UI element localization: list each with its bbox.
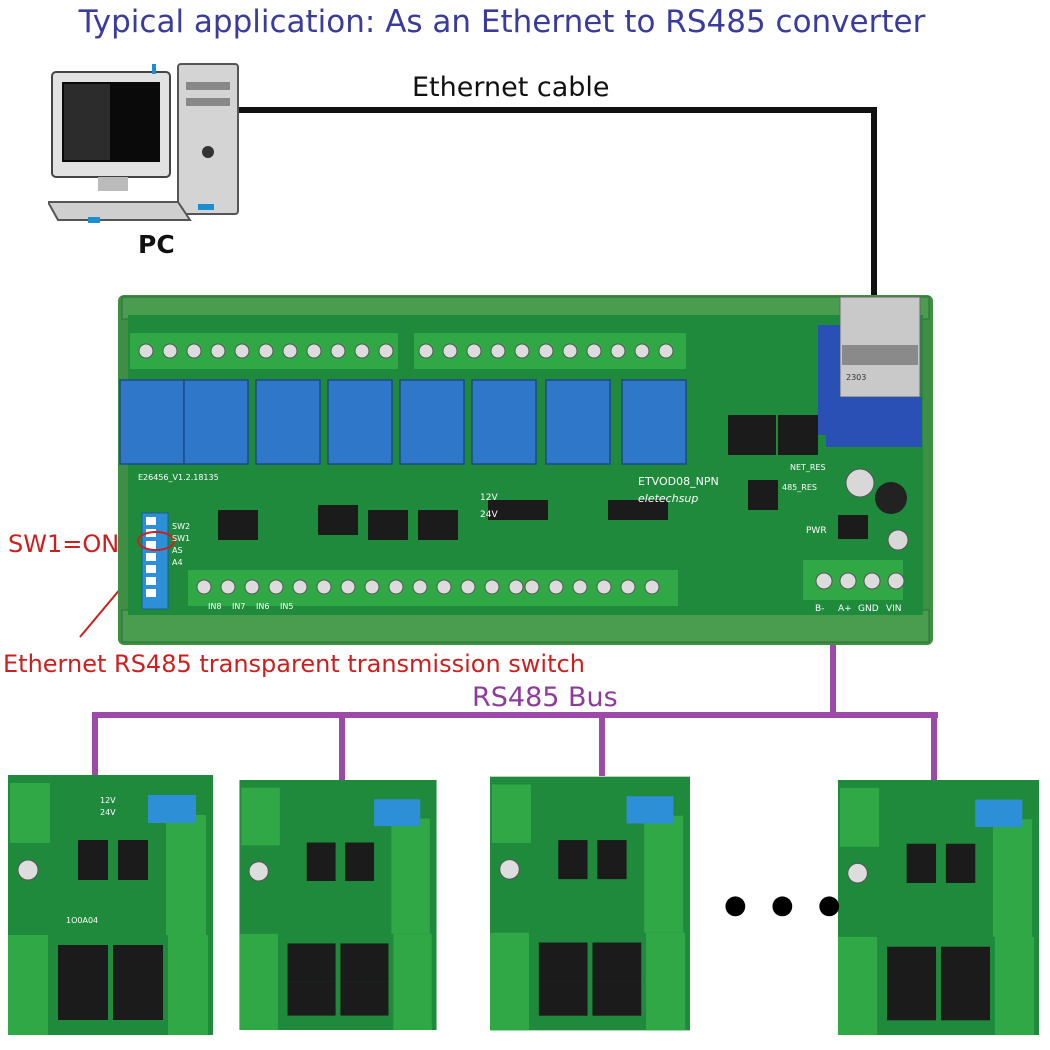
- terminal-in7: IN7: [232, 602, 245, 611]
- pwr-label: PWR: [806, 526, 827, 536]
- switch-setting-label: SW1=ON: [8, 530, 120, 558]
- main-board: ETVOD08_NPN eletechsup 12V 24V NET_RES 4…: [118, 295, 933, 645]
- net-res-label: NET_RES: [790, 463, 826, 472]
- slave-24v: 24V: [100, 808, 116, 817]
- slave-board-3: [490, 776, 690, 1031]
- ethernet-cable-line: [238, 107, 877, 300]
- board-24v-label: 24V: [480, 510, 498, 520]
- board-model-label: ETVOD08_NPN: [638, 475, 719, 488]
- more-devices-ellipsis: ● ● ●: [724, 890, 849, 920]
- res-485-label: 485_RES: [782, 483, 817, 492]
- terminal-vin: VIN: [886, 604, 902, 614]
- pc-label: PC: [138, 230, 175, 259]
- terminal-in6: IN6: [256, 602, 269, 611]
- pc-icon: [48, 63, 239, 223]
- dip-label-sw1: SW1: [172, 534, 190, 543]
- jack-code-label: 2303: [846, 373, 866, 382]
- ethernet-cable-label: Ethernet cable: [412, 72, 610, 103]
- slave-board-4: [837, 780, 1040, 1035]
- terminal-gnd: GND: [858, 604, 879, 614]
- dip-label-sw2: SW2: [172, 522, 190, 531]
- page-title: Typical application: As an Ethernet to R…: [78, 4, 926, 40]
- serial-label: E26456_V1.2.18135: [138, 473, 219, 482]
- rs485-bus-label: RS485 Bus: [472, 682, 618, 713]
- dip-label-a4: A4: [172, 558, 183, 567]
- terminal-b-minus: B-: [815, 604, 824, 614]
- dip-label-as: AS: [172, 546, 183, 555]
- switch-description-label: Ethernet RS485 transparent transmission …: [3, 650, 585, 678]
- slave-board-2: [239, 780, 437, 1030]
- slave-title: 1O0A04: [66, 916, 98, 925]
- slave-board-1: 12V 24V 1O0A04: [8, 775, 213, 1035]
- terminal-in8: IN8: [208, 602, 221, 611]
- terminal-a-plus: A+: [838, 604, 852, 614]
- slave-12v: 12V: [100, 796, 116, 805]
- board-brand-label: eletechsup: [638, 492, 698, 505]
- board-12v-label: 12V: [480, 493, 498, 503]
- terminal-in5: IN5: [280, 602, 293, 611]
